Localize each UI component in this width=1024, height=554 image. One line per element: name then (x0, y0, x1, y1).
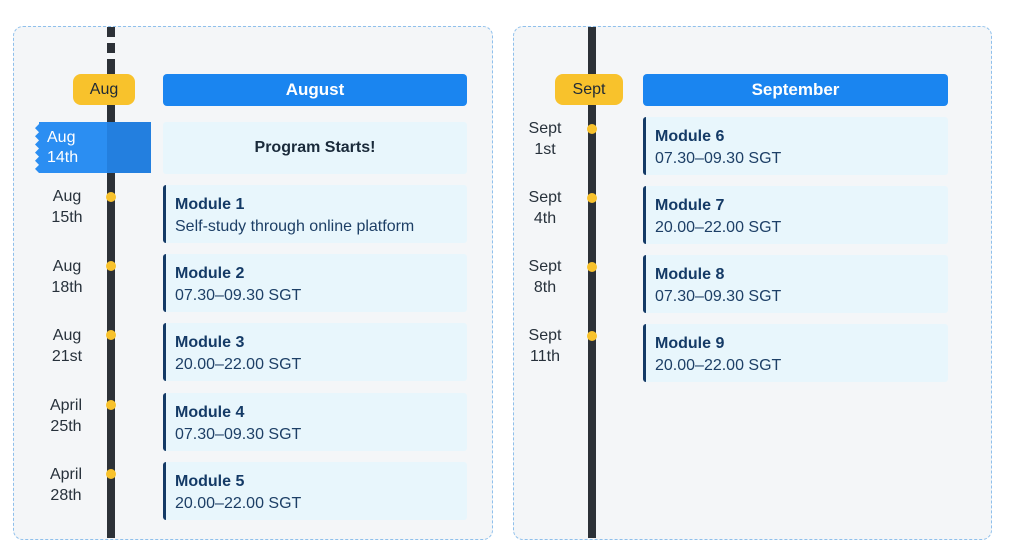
date-month: Sept (528, 327, 562, 344)
module-title: Module 2 (175, 265, 245, 282)
program-start-card: Program Starts! (163, 122, 467, 174)
date-label: Sept 11th (505, 325, 585, 367)
program-start-day: 14th (47, 149, 79, 166)
module-card: Module 5 20.00–22.00 SGT (163, 462, 467, 520)
module-card: Module 8 07.30–09.30 SGT (643, 255, 948, 313)
date-month: Aug (52, 188, 82, 205)
module-title: Module 7 (655, 197, 725, 214)
date-day: 28th (50, 487, 82, 504)
date-label: Sept 1st (505, 118, 585, 160)
date-label: Sept 4th (505, 187, 585, 229)
date-month: April (49, 397, 82, 414)
module-subtitle: 07.30–09.30 SGT (175, 287, 302, 304)
timeline-dot (106, 400, 116, 410)
date-label: Aug 21st (27, 325, 107, 367)
august-header: August (163, 74, 467, 106)
module-subtitle: 07.30–09.30 SGT (175, 426, 302, 443)
september-header: September (643, 74, 948, 106)
module-subtitle: Self-study through online platform (175, 218, 415, 235)
date-day: 11th (530, 348, 560, 365)
module-card: Module 4 07.30–09.30 SGT (163, 393, 467, 451)
date-label: Aug 15th (27, 186, 107, 228)
date-day: 1st (534, 141, 556, 158)
program-start-month: Aug (47, 129, 76, 146)
module-subtitle: 20.00–22.00 SGT (175, 495, 302, 512)
date-label: April 25th (26, 395, 106, 437)
date-day: 4th (533, 210, 557, 227)
module-card: Module 9 20.00–22.00 SGT (643, 324, 948, 382)
timeline-dot (587, 193, 597, 203)
module-card: Module 6 07.30–09.30 SGT (643, 117, 948, 175)
date-label: Sept 8th (505, 256, 585, 298)
timeline-dot (106, 330, 116, 340)
date-day: 18th (51, 279, 83, 296)
module-subtitle: 07.30–09.30 SGT (655, 150, 782, 167)
module-card: Module 2 07.30–09.30 SGT (163, 254, 467, 312)
module-title: Module 3 (175, 334, 245, 351)
date-day: 21st (51, 348, 83, 365)
module-title: Module 4 (175, 404, 245, 421)
module-title: Module 5 (175, 473, 245, 490)
module-subtitle: 20.00–22.00 SGT (175, 356, 302, 373)
september-month-badge: Sept (555, 74, 623, 105)
date-month: Sept (528, 189, 562, 206)
date-label: Aug 18th (27, 256, 107, 298)
date-month: Sept (528, 258, 562, 275)
program-start-tag-shade (107, 122, 151, 173)
date-month: Aug (52, 327, 82, 344)
module-card: Module 7 20.00–22.00 SGT (643, 186, 948, 244)
date-day: 25th (50, 418, 82, 435)
september-timeline (588, 27, 596, 538)
module-title: Module 8 (655, 266, 725, 283)
date-label: April 28th (26, 464, 106, 506)
timeline-dot (106, 192, 116, 202)
date-month: Aug (52, 258, 82, 275)
date-day: 8th (533, 279, 557, 296)
module-card: Module 1 Self-study through online platf… (163, 185, 467, 243)
august-timeline (107, 60, 115, 538)
date-month: April (49, 466, 82, 483)
date-day: 15th (51, 209, 83, 226)
date-month: Sept (528, 120, 562, 137)
module-subtitle: 07.30–09.30 SGT (655, 288, 782, 305)
module-subtitle: 20.00–22.00 SGT (655, 219, 782, 236)
program-start-label: Program Starts! (254, 139, 376, 156)
timeline-dot (587, 331, 597, 341)
timeline-dot (106, 469, 116, 479)
module-title: Module 6 (655, 128, 725, 145)
august-month-badge: Aug (73, 74, 135, 105)
timeline-dot (106, 261, 116, 271)
module-subtitle: 20.00–22.00 SGT (655, 357, 782, 374)
module-card: Module 3 20.00–22.00 SGT (163, 323, 467, 381)
august-timeline-dashed (107, 27, 115, 61)
timeline-dot (587, 262, 597, 272)
module-title: Module 1 (175, 196, 245, 213)
module-title: Module 9 (655, 335, 725, 352)
timeline-dot (587, 124, 597, 134)
